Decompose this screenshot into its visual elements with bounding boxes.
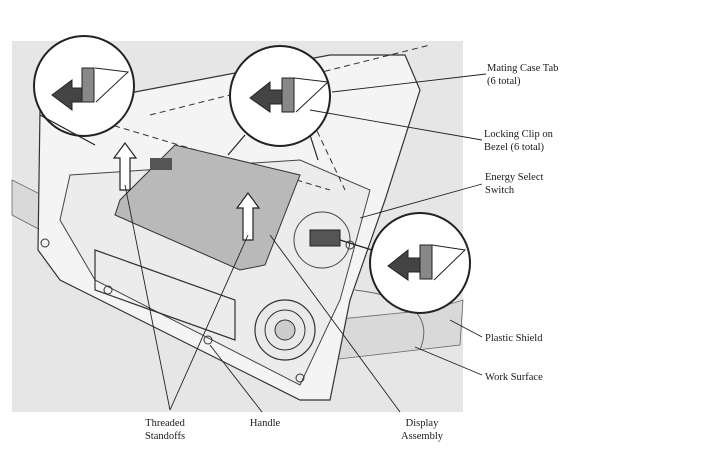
energy-select-switch [309, 229, 341, 247]
label-display-assembly: Display Assembly [392, 418, 452, 443]
label-line: Display [405, 418, 439, 429]
label-line: Assembly [401, 430, 443, 442]
label-line: Standoffs [144, 430, 186, 442]
label-plastic-shield: Plastic Shield [485, 333, 542, 346]
label-line: Energy Select [485, 172, 544, 183]
label-line: Handle [249, 418, 281, 429]
label-work-surface: Work Surface [485, 372, 543, 385]
label-line: (6 total) [487, 75, 521, 87]
knob-inner [274, 319, 296, 341]
arrow-up-icon [112, 141, 138, 191]
board-chip [150, 158, 172, 170]
label-line: Mating Case Tab [487, 63, 559, 74]
label-line: Switch [485, 184, 515, 196]
label-handle: Handle [240, 418, 290, 431]
magnifier-circle-icon [227, 45, 331, 161]
magnifier-circle-icon [339, 212, 471, 314]
plastic-shield-shape [293, 211, 351, 269]
magnifier-circle-icon [33, 35, 135, 146]
label-line: Plastic Shield [485, 333, 543, 344]
circuit-board [114, 144, 301, 271]
leader-lines [124, 73, 487, 413]
label-line: Work Surface [485, 372, 543, 383]
screw [203, 335, 213, 345]
label-line: Locking Clip on [484, 129, 553, 140]
knob-mid [264, 309, 306, 351]
label-threaded-standoffs: Threaded Standoffs [135, 418, 195, 443]
label-line: Bezel (6 total) [484, 141, 545, 153]
arrow-up-icon [235, 191, 261, 241]
screw [103, 285, 113, 295]
screw [295, 373, 305, 383]
label-energy-select-switch: Energy Select Switch [485, 172, 543, 197]
handle-shape [94, 249, 236, 341]
label-line: Threaded [145, 418, 185, 429]
label-mating-case-tab: Mating Case Tab (6 total) [487, 63, 558, 88]
screw [40, 238, 50, 248]
label-locking-clip: Locking Clip on Bezel (6 total) [484, 129, 553, 154]
